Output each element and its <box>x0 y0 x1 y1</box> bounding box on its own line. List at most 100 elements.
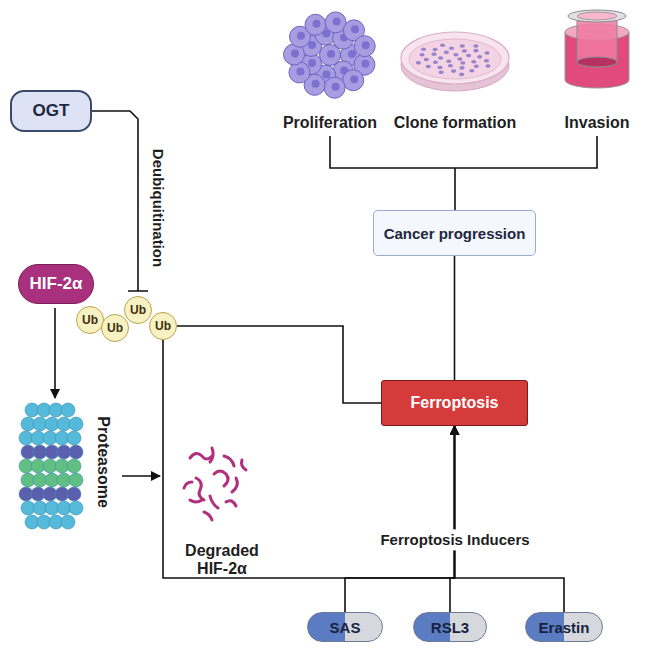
ubiquitin-circle: Ub <box>101 314 129 342</box>
colony <box>451 69 456 73</box>
fragment <box>210 448 213 462</box>
colony <box>471 60 476 64</box>
nucleus <box>348 50 356 58</box>
colony <box>473 49 478 53</box>
colony <box>485 64 490 68</box>
fragment <box>190 500 202 502</box>
node-text: Ferroptosis <box>410 394 498 412</box>
colony <box>453 53 458 57</box>
node-text: Ub <box>82 313 98 327</box>
cell <box>354 36 375 57</box>
nucleus <box>361 60 369 68</box>
colony <box>457 57 462 61</box>
subunit <box>69 445 83 459</box>
connector <box>455 426 565 612</box>
colony <box>466 54 471 58</box>
colony <box>477 55 482 59</box>
insert-body <box>577 16 617 67</box>
colony <box>424 58 429 62</box>
node-text: Erastin <box>539 619 590 636</box>
fragment <box>190 453 212 459</box>
colonies <box>416 43 491 76</box>
colony <box>474 64 479 68</box>
connector <box>177 326 381 403</box>
nucleus <box>312 80 320 88</box>
subunit <box>61 403 75 417</box>
node-text: Ub <box>155 319 171 333</box>
colony <box>469 69 474 73</box>
fragment <box>214 471 228 486</box>
nucleus <box>296 67 304 75</box>
colony <box>440 43 445 47</box>
colony <box>419 53 424 57</box>
cell-cluster <box>284 12 376 98</box>
cell <box>343 70 364 91</box>
drug-capsule: SAS <box>307 612 383 642</box>
nucleus <box>308 59 316 67</box>
label-text: Proliferation <box>283 114 377 132</box>
ubiquitin-circle: Ub <box>76 306 104 334</box>
degradation-arrow <box>122 475 160 477</box>
colony <box>426 65 431 69</box>
nucleus <box>362 41 370 49</box>
colony <box>460 61 465 65</box>
colony <box>459 73 464 77</box>
bracket <box>330 136 597 210</box>
nucleus <box>313 20 321 28</box>
insert-opening <box>577 12 617 20</box>
cell <box>305 14 326 35</box>
colony <box>449 46 454 50</box>
nucleus <box>333 17 341 25</box>
fragment <box>226 501 236 506</box>
ubiquitin-circle: Ub <box>124 296 152 324</box>
label-text: Proteasome <box>94 416 112 508</box>
drug-capsule: RSL3 <box>413 612 487 642</box>
nucleus <box>332 83 340 91</box>
node-text: Cancer progression <box>384 225 526 242</box>
drug-capsule: Erastin <box>525 612 603 642</box>
colony <box>462 49 467 53</box>
membrane <box>577 57 617 67</box>
colony <box>444 51 449 55</box>
colony <box>432 48 437 52</box>
transwell <box>565 10 629 88</box>
node-text: OGT <box>33 101 70 121</box>
label-text: Clone formation <box>394 114 517 132</box>
connector <box>345 426 455 612</box>
colony <box>446 59 451 63</box>
colony <box>421 47 426 51</box>
colony <box>437 66 442 70</box>
colony <box>459 66 464 70</box>
subunit <box>67 431 81 445</box>
label-text: Invasion <box>565 114 630 132</box>
protein-pill: HIF-2α <box>18 264 94 304</box>
colony <box>484 59 489 63</box>
label-text: Ferroptosis Inducers <box>375 529 534 550</box>
label-text: Degraded HIF-2α <box>176 542 268 579</box>
enzyme-box: OGT <box>10 90 92 132</box>
colony <box>439 70 444 74</box>
colony <box>473 44 478 48</box>
subunit <box>69 501 83 515</box>
colony <box>431 52 436 56</box>
subunit <box>69 417 83 431</box>
colony <box>416 61 421 65</box>
fragment <box>196 478 204 500</box>
dish-rim <box>401 32 509 84</box>
fragment <box>232 478 237 492</box>
fragment <box>184 482 192 488</box>
colony <box>460 44 465 48</box>
colony <box>484 51 489 55</box>
label-text: Deubiquitination <box>149 149 166 267</box>
nucleus <box>350 75 358 83</box>
cell <box>324 77 345 98</box>
node-text: Ub <box>107 321 123 335</box>
fragment <box>224 456 234 466</box>
nucleus <box>297 32 305 40</box>
outcome-box: Cancer progression <box>373 210 536 256</box>
inhibition-line <box>92 111 148 291</box>
nucleus <box>327 50 335 58</box>
